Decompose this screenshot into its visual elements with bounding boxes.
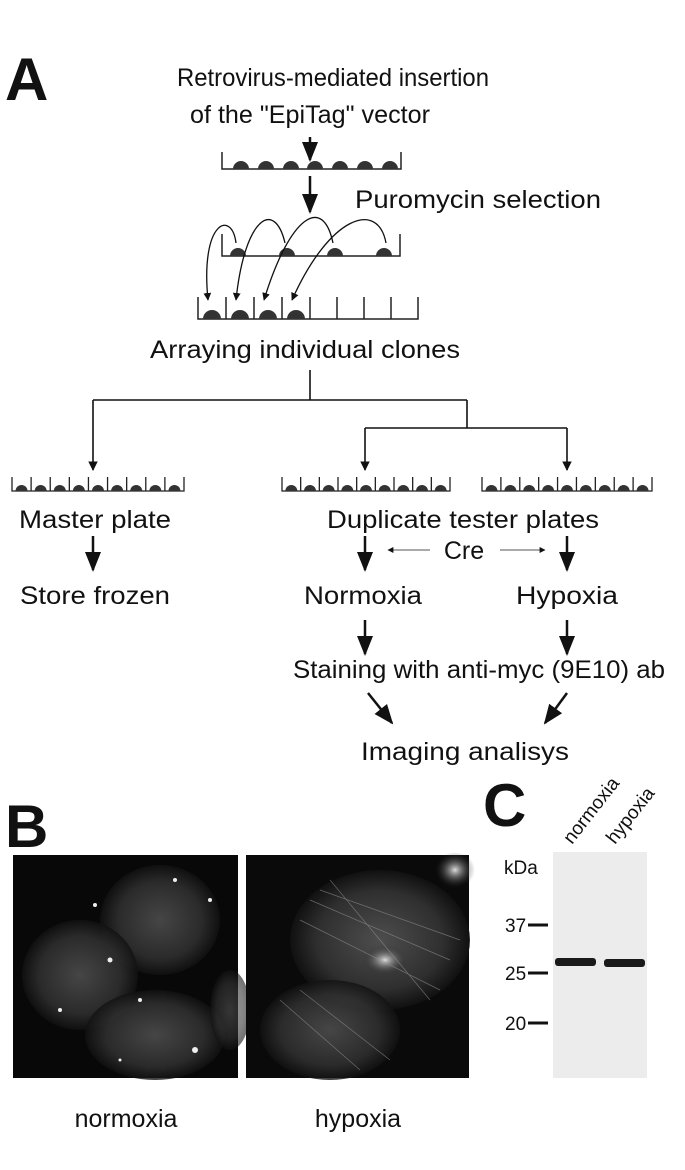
- panel-a-label: A: [5, 46, 48, 113]
- kda-unit: kDa: [504, 858, 538, 879]
- colony: [579, 485, 592, 491]
- colony: [542, 485, 555, 491]
- colony: [598, 485, 611, 491]
- colony: [523, 485, 536, 491]
- colony: [92, 485, 104, 491]
- colony: [149, 485, 162, 491]
- caption-hypoxia: hypoxia: [315, 1105, 401, 1133]
- caption-normoxia: normoxia: [75, 1105, 178, 1133]
- colony: [378, 485, 391, 491]
- duplicate-plates-label: Duplicate tester plates: [327, 506, 599, 534]
- staining-step: Staining with anti-myc (9E10) ab: [293, 656, 665, 684]
- colony: [434, 485, 447, 491]
- marker-37: 37: [505, 916, 526, 937]
- plate-master: [11, 477, 185, 492]
- micrograph-normoxia: [13, 855, 250, 1080]
- colony: [504, 484, 517, 491]
- hypoxia-condition: Hypoxia: [516, 582, 618, 610]
- flow-arrows-lower: [85, 536, 575, 725]
- master-plate-label: Master plate: [19, 506, 171, 534]
- marker-20: 20: [505, 1014, 526, 1035]
- marker-ticks: [528, 923, 548, 1025]
- normoxia-condition: Normoxia: [304, 582, 422, 610]
- colony: [416, 485, 428, 491]
- micrograph-hypoxia: [246, 852, 475, 1080]
- colony: [72, 485, 85, 491]
- marker-25: 25: [505, 964, 526, 985]
- colony: [636, 485, 649, 491]
- colony: [53, 485, 66, 491]
- colony: [168, 485, 181, 491]
- colony: [561, 485, 573, 491]
- plate-tester-hypoxia: [481, 477, 653, 492]
- cre-label: Cre: [444, 537, 484, 565]
- branch-lines: [88, 370, 572, 471]
- step-insertion-line2: of the "EpiTag" vector: [190, 101, 430, 129]
- step-arraying: Arraying individual clones: [150, 336, 460, 364]
- store-frozen-label: Store frozen: [20, 582, 170, 610]
- imaging-step: Imaging analisys: [361, 738, 569, 766]
- colony: [111, 485, 124, 492]
- colony: [15, 485, 28, 491]
- panel-b-label: B: [5, 793, 48, 860]
- colony: [397, 485, 410, 491]
- plate-tester-normoxia: [281, 477, 451, 492]
- plate-infected: [221, 152, 402, 170]
- colony: [304, 485, 316, 491]
- colony: [130, 485, 143, 491]
- step-selection: Puromycin selection: [355, 186, 601, 214]
- step-insertion-line1: Retrovirus-mediated insertion: [177, 64, 489, 92]
- colony: [285, 485, 298, 491]
- colony: [34, 485, 47, 491]
- colony: [485, 485, 498, 491]
- colony: [322, 485, 335, 491]
- plate-selected: [221, 234, 401, 257]
- colony: [617, 485, 630, 491]
- plate-arrayed: [197, 297, 419, 320]
- clone-transfer-arrows: [203, 216, 387, 301]
- colony: [360, 485, 372, 491]
- colony: [341, 485, 354, 491]
- western-blot: [553, 852, 647, 1078]
- panel-c-label: C: [483, 772, 526, 839]
